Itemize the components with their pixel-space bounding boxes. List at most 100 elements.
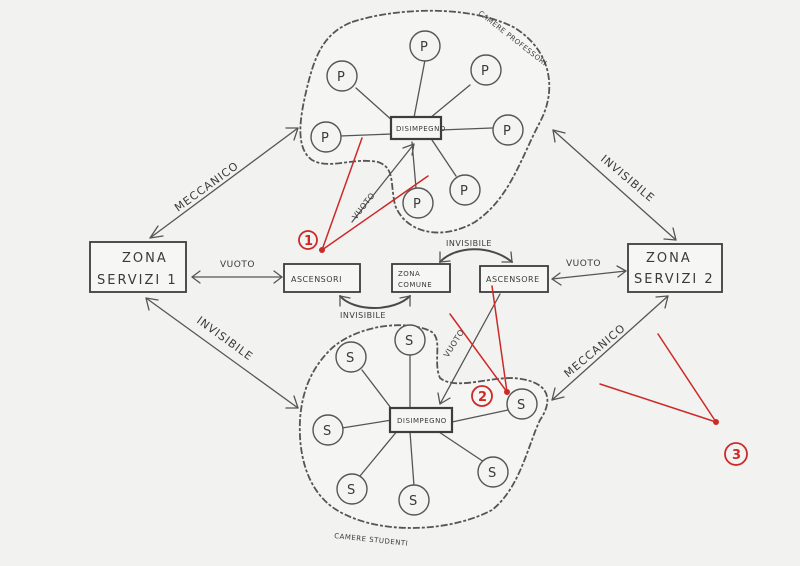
spoke — [361, 369, 395, 413]
arrowhead — [285, 395, 299, 409]
spoke — [359, 429, 399, 477]
arrowhead — [399, 295, 411, 307]
room-letter: P — [420, 40, 428, 55]
room-letter: P — [321, 131, 329, 146]
edge-vuoto-bottom — [439, 293, 501, 405]
node-zona-servizi-2-line2: SERVIZI 2 — [634, 272, 715, 287]
edge-label-vuoto-left: VUOTO — [220, 260, 255, 270]
annotation-line — [321, 175, 429, 251]
room-circle — [394, 324, 426, 356]
spoke — [341, 419, 393, 429]
spoke — [355, 87, 395, 123]
edge-invisibile-top — [439, 248, 513, 263]
room-circles-professori: P P P P P P P — [310, 30, 524, 219]
room-letter: S — [409, 494, 417, 509]
room-circle — [335, 341, 367, 373]
area-label-camere-studenti: CAMERE STUDENTI — [334, 532, 409, 548]
room-circles-studenti: S S S S S S S — [312, 324, 538, 516]
node-ascensori-label: ASCENSORI — [291, 275, 342, 284]
edge-invisibile-left — [145, 297, 299, 409]
arrowhead — [663, 227, 677, 241]
red-annotations: 1 2 3 — [298, 137, 748, 466]
node-zona-servizi-1-line2: SERVIZI 1 — [97, 273, 178, 288]
arrowhead — [145, 297, 159, 311]
node-zona-comune-line1: ZONA — [398, 270, 420, 278]
annotation-line — [491, 285, 508, 393]
edge-invisibile-right — [552, 129, 677, 241]
room-circle — [409, 30, 441, 62]
edge-label-meccanico-right: MECCANICO — [562, 321, 629, 380]
node-zona-servizi-2-line1: ZONA — [646, 251, 692, 266]
node-zona-servizi-1-line1: ZONA — [122, 251, 168, 266]
edge-meccanico-right — [551, 295, 669, 401]
arrowhead — [616, 265, 627, 278]
annotation-dot — [504, 389, 510, 395]
arrowhead — [339, 295, 351, 307]
room-circle — [492, 114, 524, 146]
room-circle — [336, 473, 368, 505]
room-circle — [398, 484, 430, 516]
room-letter: P — [413, 197, 421, 212]
arrowhead — [501, 251, 513, 263]
arrowhead — [552, 129, 566, 143]
edge-label-vuoto-top: VUOTO — [350, 191, 376, 221]
annotation-number-1: 1 — [304, 234, 313, 249]
spokes-bottom — [341, 354, 509, 487]
spoke — [435, 429, 485, 463]
arrowhead — [402, 143, 415, 156]
room-circle — [326, 60, 358, 92]
arrowhead — [439, 251, 451, 263]
arrowhead — [437, 392, 451, 405]
spoke — [439, 127, 493, 131]
room-letter: S — [488, 466, 496, 481]
room-circle — [402, 187, 434, 219]
arrowhead — [191, 270, 201, 284]
arrowhead — [551, 387, 565, 401]
arrowhead — [655, 295, 669, 309]
arrowhead — [149, 225, 164, 239]
room-letter: S — [517, 398, 525, 413]
edge-vuoto-top — [351, 143, 415, 223]
annotation-line — [449, 313, 508, 393]
node-ascensore — [479, 265, 549, 293]
annotation-dot — [319, 247, 325, 253]
annotation-dot — [713, 419, 719, 425]
edge-label-meccanico-left: MECCANICO — [172, 159, 241, 214]
spoke — [451, 409, 509, 423]
annotation-marker-3 — [724, 442, 748, 466]
edge-label-invisibile-top: INVISIBILE — [446, 239, 492, 248]
arrowhead — [273, 270, 283, 284]
edge-meccanico-left — [149, 127, 299, 239]
annotation-marker-2 — [471, 385, 493, 407]
node-disimpegno-top — [389, 115, 443, 141]
room-letter: P — [337, 70, 345, 85]
room-circle — [312, 414, 344, 446]
edge-invisibile-bottom — [339, 295, 411, 309]
room-circle — [470, 54, 502, 86]
spoke — [339, 133, 393, 137]
node-disimpegno-bottom-label: DISIMPEGNO — [397, 417, 447, 425]
node-ascensore-label: ASCENSORE — [486, 275, 540, 284]
arrowhead — [285, 127, 299, 141]
room-letter: P — [460, 184, 468, 199]
room-letter: P — [503, 124, 511, 139]
room-circle — [310, 121, 342, 153]
room-circle — [449, 174, 481, 206]
node-zona-servizi-1 — [89, 241, 187, 293]
annotation-line — [599, 383, 717, 423]
arrowhead — [551, 272, 562, 286]
room-letter: S — [323, 424, 331, 439]
edge-label-vuoto-right: VUOTO — [566, 259, 601, 269]
edge-vuoto-right — [551, 270, 627, 280]
annotation-number-2: 2 — [478, 390, 487, 405]
room-letter: S — [346, 351, 354, 366]
spoke — [429, 84, 471, 119]
annotation-line — [657, 333, 717, 423]
annotation-line — [321, 137, 363, 251]
room-circle — [477, 456, 509, 488]
spoke — [409, 431, 415, 487]
spoke — [431, 139, 457, 177]
node-zona-comune-line2: COMUNE — [398, 281, 432, 289]
